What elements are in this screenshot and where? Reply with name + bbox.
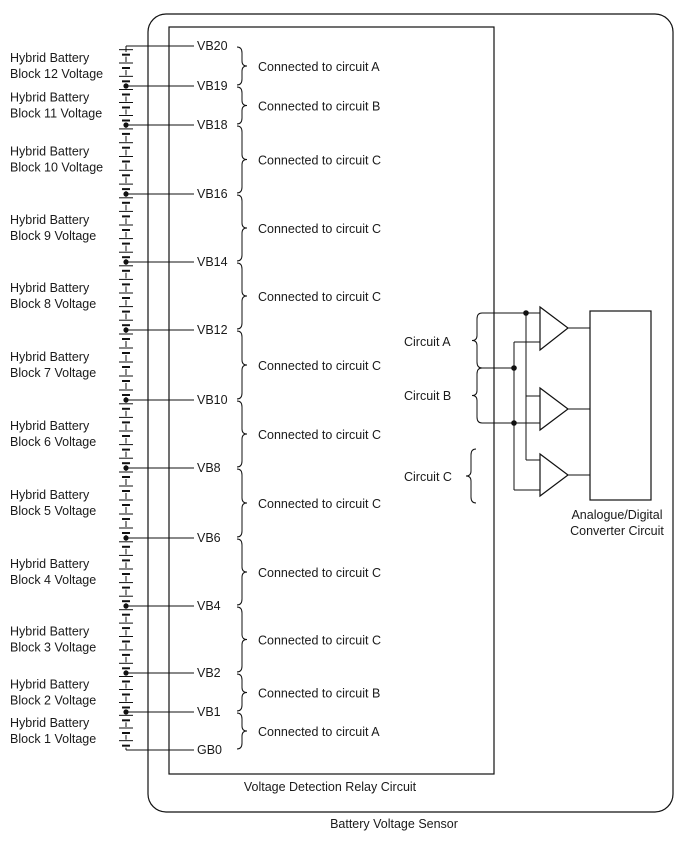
terminal-label: VB6	[197, 531, 221, 545]
junction-dot	[123, 259, 129, 265]
adc-label-line1: Analogue/Digital	[571, 508, 662, 522]
connection-label: Connected to circuit C	[258, 290, 381, 304]
connection-brace	[236, 538, 248, 606]
terminal-label: VB4	[197, 599, 221, 613]
connection-label: Connected to circuit C	[258, 222, 381, 236]
block-label-line1: Hybrid Battery	[10, 145, 90, 159]
junction-dot	[123, 191, 129, 197]
connection-brace	[236, 46, 248, 86]
junction-dot	[123, 397, 129, 403]
junction-dot	[123, 327, 129, 333]
circuit-a-label: Circuit A	[404, 335, 451, 349]
connection-brace	[236, 712, 248, 750]
block-label-line2: Block 5 Voltage	[10, 504, 96, 518]
adc-label-line2: Converter Circuit	[570, 524, 664, 538]
connection-brace	[236, 262, 248, 330]
block-label-line1: Hybrid Battery	[10, 213, 90, 227]
connection-brace	[236, 468, 248, 538]
block-label-line1: Hybrid Battery	[10, 557, 90, 571]
block-label-line2: Block 12 Voltage	[10, 67, 103, 81]
block-label-line1: Hybrid Battery	[10, 716, 90, 730]
terminal-label: GB0	[197, 743, 222, 757]
circuit-b-label: Circuit B	[404, 389, 451, 403]
block-label-line1: Hybrid Battery	[10, 419, 90, 433]
block-label-line2: Block 11 Voltage	[10, 107, 102, 121]
connection-label: Connected to circuit C	[258, 428, 381, 442]
connection-label: Connected to circuit A	[258, 60, 380, 74]
block-label-line2: Block 9 Voltage	[10, 229, 96, 243]
connection-braces: Connected to circuit A Connected to circu…	[236, 46, 381, 750]
comparator-3	[539, 452, 569, 498]
terminal-label: VB19	[197, 79, 228, 93]
circuit-c-brace	[465, 448, 477, 504]
terminal-label: VB18	[197, 118, 228, 132]
junction-dot	[123, 670, 129, 676]
block-label-line1: Hybrid Battery	[10, 51, 90, 65]
connection-brace	[236, 673, 248, 712]
block-label-line2: Block 2 Voltage	[10, 694, 96, 708]
block-label-line1: Hybrid Battery	[10, 678, 90, 692]
circuit-a-brace	[471, 312, 483, 369]
connection-label: Connected to circuit C	[258, 154, 381, 168]
circuit-c-label: Circuit C	[404, 470, 452, 484]
connection-label: Connected to circuit C	[258, 634, 381, 648]
block-label-line1: Hybrid Battery	[10, 281, 90, 295]
terminal-label: VB12	[197, 323, 228, 337]
block-label-line1: Hybrid Battery	[10, 91, 90, 105]
battery-cells	[119, 48, 133, 748]
terminal-label: VB10	[197, 393, 228, 407]
junction-dot	[123, 709, 129, 715]
connection-label: Connected to circuit B	[258, 100, 380, 114]
battery-voltage-sensor-label: Battery Voltage Sensor	[330, 817, 458, 831]
comparator-2	[539, 386, 569, 432]
adc-box	[589, 310, 652, 501]
connection-brace	[236, 330, 248, 400]
terminal-leads: VB20VB19VB18VB16VB14VB12VB10VB8VB6VB4VB2…	[123, 39, 228, 757]
block-label-line1: Hybrid Battery	[10, 625, 90, 639]
terminal-label: VB14	[197, 255, 228, 269]
block-label-line2: Block 1 Voltage	[10, 732, 96, 746]
block-label-line1: Hybrid Battery	[10, 350, 90, 364]
junction-dot	[123, 603, 129, 609]
block-label-line2: Block 10 Voltage	[10, 161, 103, 175]
connection-label: Connected to circuit C	[258, 497, 381, 511]
battery-voltage-sensor-box	[147, 13, 674, 813]
connection-label: Connected to circuit B	[258, 687, 380, 701]
junction-dot	[123, 122, 129, 128]
connection-label: Connected to circuit A	[258, 725, 380, 739]
block-label-line2: Block 7 Voltage	[10, 366, 96, 380]
voltage-detection-relay-label: Voltage Detection Relay Circuit	[244, 780, 417, 794]
block-label-line1: Hybrid Battery	[10, 488, 90, 502]
connection-label: Connected to circuit C	[258, 359, 381, 373]
connection-label: Connected to circuit C	[258, 566, 381, 580]
junction-dot	[123, 535, 129, 541]
terminal-label: VB16	[197, 187, 228, 201]
junction-dot	[123, 83, 129, 89]
circuit-group: Circuit A Circuit B Circuit C	[404, 312, 483, 504]
block-label-line2: Block 8 Voltage	[10, 297, 96, 311]
connection-brace	[236, 125, 248, 194]
connection-brace	[236, 194, 248, 262]
circuit-b-brace	[471, 367, 483, 424]
terminal-label: VB20	[197, 39, 228, 53]
connection-brace	[236, 400, 248, 468]
block-label-line2: Block 4 Voltage	[10, 573, 96, 587]
comparator-wiring	[482, 310, 540, 491]
terminal-label: VB8	[197, 461, 221, 475]
junction-dot	[123, 465, 129, 471]
connection-brace	[236, 86, 248, 125]
block-label-line2: Block 3 Voltage	[10, 641, 96, 655]
terminal-label: VB2	[197, 666, 221, 680]
block-label-line2: Block 6 Voltage	[10, 435, 96, 449]
comparator-1	[539, 305, 569, 352]
connection-brace	[236, 606, 248, 673]
terminal-label: VB1	[197, 705, 221, 719]
